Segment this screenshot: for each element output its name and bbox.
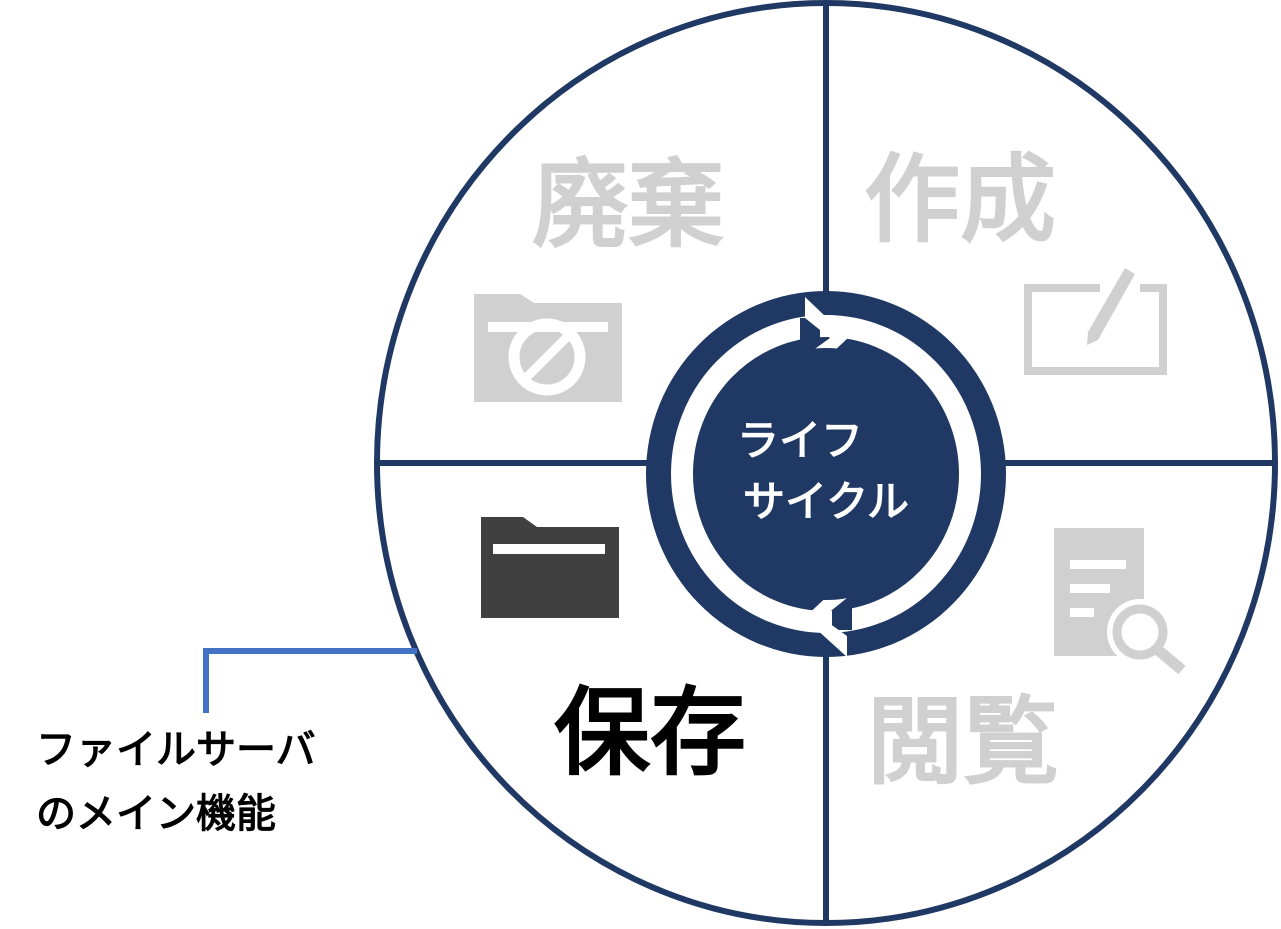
- quadrant-view: 閲覧: [867, 528, 1186, 798]
- folder-delete-icon: [474, 294, 622, 402]
- callout-line1: ファイルサーバ: [36, 727, 316, 773]
- center-label-line1: ライフ: [737, 416, 863, 465]
- quadrant-discard-label: 廃棄: [532, 149, 724, 261]
- quadrant-store-label: 保存: [554, 677, 746, 789]
- callout-line2: のメイン機能: [36, 791, 276, 837]
- quadrant-store: 保存: [481, 517, 746, 789]
- callout: ファイルサーバ のメイン機能: [36, 648, 417, 837]
- quadrant-discard: 廃棄: [474, 149, 724, 402]
- folder-icon: [481, 517, 619, 618]
- document-search-icon: [1054, 528, 1186, 675]
- quadrant-create-label: 作成: [864, 144, 1056, 256]
- callout-connector: [203, 648, 417, 713]
- center-hub: ライフ サイクル: [646, 291, 1006, 657]
- center-label-line2: サイクル: [743, 477, 909, 526]
- quadrant-view-label: 閲覧: [867, 686, 1059, 798]
- quadrant-create: 作成: [864, 144, 1167, 375]
- edit-icon: [1024, 268, 1167, 375]
- center-inner-circle: [704, 348, 948, 600]
